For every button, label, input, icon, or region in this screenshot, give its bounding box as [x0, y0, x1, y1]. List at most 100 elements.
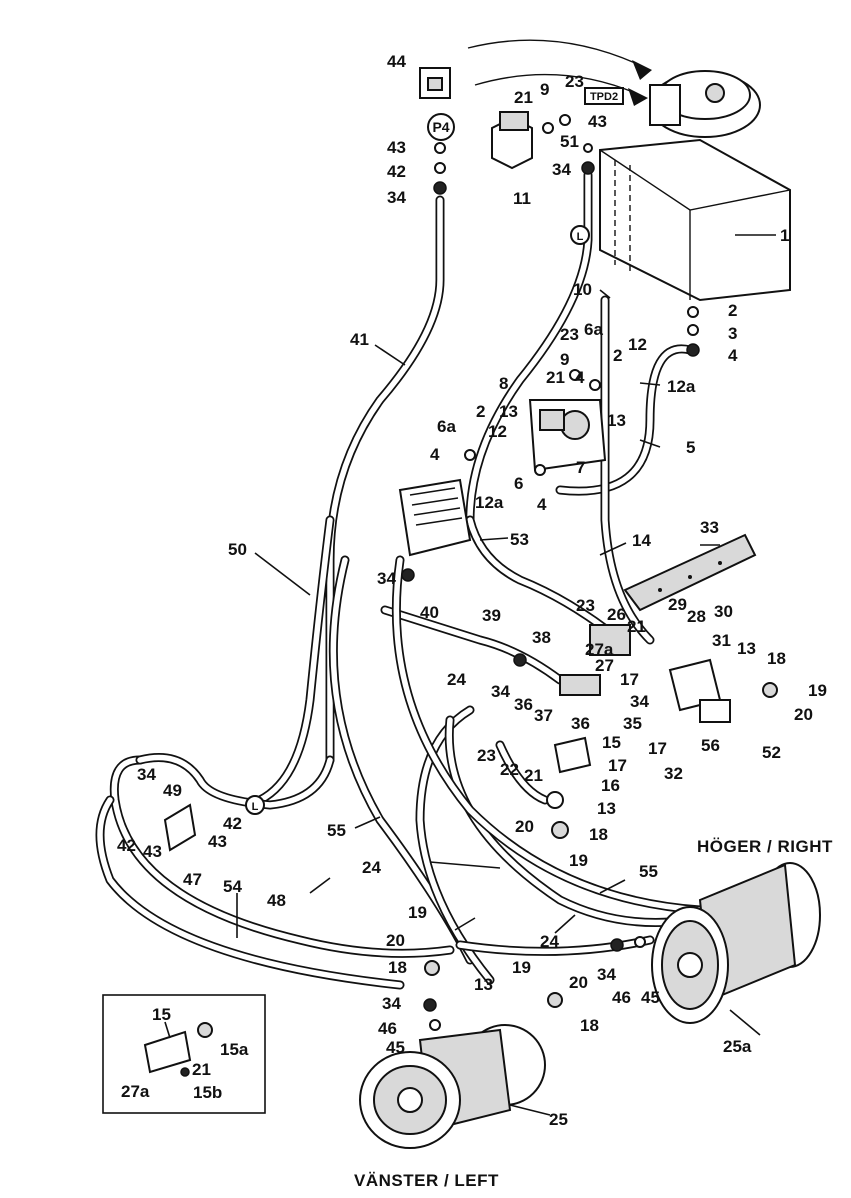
callout-39: 39 [482, 606, 501, 625]
callout-19: 19 [408, 903, 427, 922]
callout-12a: 12a [667, 377, 696, 396]
callout-22: 22 [500, 760, 519, 779]
left-side-heading: VÄNSTER / LEFT [354, 1171, 499, 1190]
callout-17: 17 [620, 670, 639, 689]
callout-20: 20 [569, 973, 588, 992]
callout-27a: 27a [585, 640, 614, 659]
callout-12: 12 [628, 335, 647, 354]
callout-25: 25 [549, 1110, 568, 1129]
inset-callout-15: 15 [152, 1005, 171, 1024]
callout-37: 37 [534, 706, 553, 725]
callout-50: 50 [228, 540, 247, 559]
callout-51: 51 [560, 132, 579, 151]
callout-56: 56 [701, 736, 720, 755]
callout-12a: 12a [475, 493, 504, 512]
callout-34: 34 [382, 994, 401, 1013]
callout-42: 42 [387, 162, 406, 181]
callout-2: 2 [476, 402, 485, 421]
callout-18: 18 [388, 958, 407, 977]
callout-36: 36 [571, 714, 590, 733]
valve-block-56 [699, 699, 731, 723]
svg-text:L: L [577, 231, 584, 243]
callout-20: 20 [515, 817, 534, 836]
solenoid-valve-11 [491, 111, 533, 170]
callout-48: 48 [267, 891, 286, 910]
callout-28: 28 [687, 607, 706, 626]
callout-53: 53 [510, 530, 529, 549]
callout-13: 13 [499, 402, 518, 421]
hoses [95, 170, 705, 990]
callout-42: 42 [223, 814, 242, 833]
inset-callout-21: 21 [192, 1060, 211, 1079]
leader-lines [236, 234, 776, 1116]
travel-motor-right-25a [651, 862, 821, 1024]
callout-2: 2 [613, 346, 622, 365]
callout-34: 34 [387, 188, 406, 207]
callout-34: 34 [630, 692, 649, 711]
callout-3: 3 [728, 324, 737, 343]
callout-21: 21 [514, 88, 533, 107]
callout-13: 13 [474, 975, 493, 994]
callout-18: 18 [580, 1016, 599, 1035]
inset-callout-15b: 15b [193, 1083, 222, 1102]
callout-34: 34 [491, 682, 510, 701]
callout-49: 49 [163, 781, 182, 800]
callout-21: 21 [546, 368, 565, 387]
callout-13: 13 [737, 639, 756, 658]
callout-16: 16 [601, 776, 620, 795]
callout-34: 34 [552, 160, 571, 179]
l-tag-lower: L [245, 795, 265, 815]
callout-43: 43 [387, 138, 406, 157]
p4-tag: P4 [427, 113, 455, 141]
callout-21: 21 [627, 617, 646, 636]
callout-36: 36 [514, 695, 533, 714]
callout-6: 6 [514, 474, 523, 493]
callout-45: 45 [386, 1038, 405, 1057]
callout-32: 32 [664, 764, 683, 783]
callout-35: 35 [623, 714, 642, 733]
callout-20: 20 [794, 705, 813, 724]
manifold-15 [553, 736, 592, 774]
callout-52: 52 [762, 743, 781, 762]
callout-54: 54 [223, 877, 242, 896]
callout-23: 23 [576, 596, 595, 615]
callout-42: 42 [117, 836, 136, 855]
callout-18: 18 [767, 649, 786, 668]
callout-55: 55 [639, 862, 658, 881]
callout-47: 47 [183, 870, 202, 889]
callout-11: 11 [513, 189, 531, 208]
callout-24: 24 [362, 858, 381, 877]
callout-19: 19 [512, 958, 531, 977]
callout-29: 29 [668, 595, 687, 614]
callout-41: 41 [350, 330, 369, 349]
inset-callout-15a: 15a [220, 1040, 249, 1059]
right-side-heading: HÖGER / RIGHT [697, 837, 833, 856]
callout-23: 23 [477, 746, 496, 765]
callout-23: 23 [560, 325, 579, 344]
callout-40: 40 [420, 603, 439, 622]
callout-33: 33 [700, 518, 719, 537]
mounting-plate-33 [623, 533, 757, 612]
callout-43: 43 [143, 842, 162, 861]
callout-4: 4 [728, 346, 738, 365]
callout-46: 46 [612, 988, 631, 1007]
callout-5: 5 [686, 438, 695, 457]
callout-17: 17 [608, 756, 627, 775]
svg-text:L: L [252, 801, 259, 813]
callout-4: 4 [537, 495, 547, 514]
callout-6a: 6a [437, 417, 456, 436]
callout-20: 20 [386, 931, 405, 950]
callout-24: 24 [447, 670, 466, 689]
callout-12: 12 [488, 422, 507, 441]
inset-detail-box [102, 994, 266, 1114]
hydraulic-tank [599, 138, 791, 302]
fittings [401, 114, 778, 1031]
distribution-block-49 [163, 803, 197, 852]
inset-callout-27a: 27a [121, 1082, 150, 1101]
callout-21: 21 [524, 766, 543, 785]
callout-7: 7 [576, 458, 585, 477]
travel-pump-8 [528, 399, 607, 472]
callout-19: 19 [569, 851, 588, 870]
callout-24: 24 [540, 932, 559, 951]
